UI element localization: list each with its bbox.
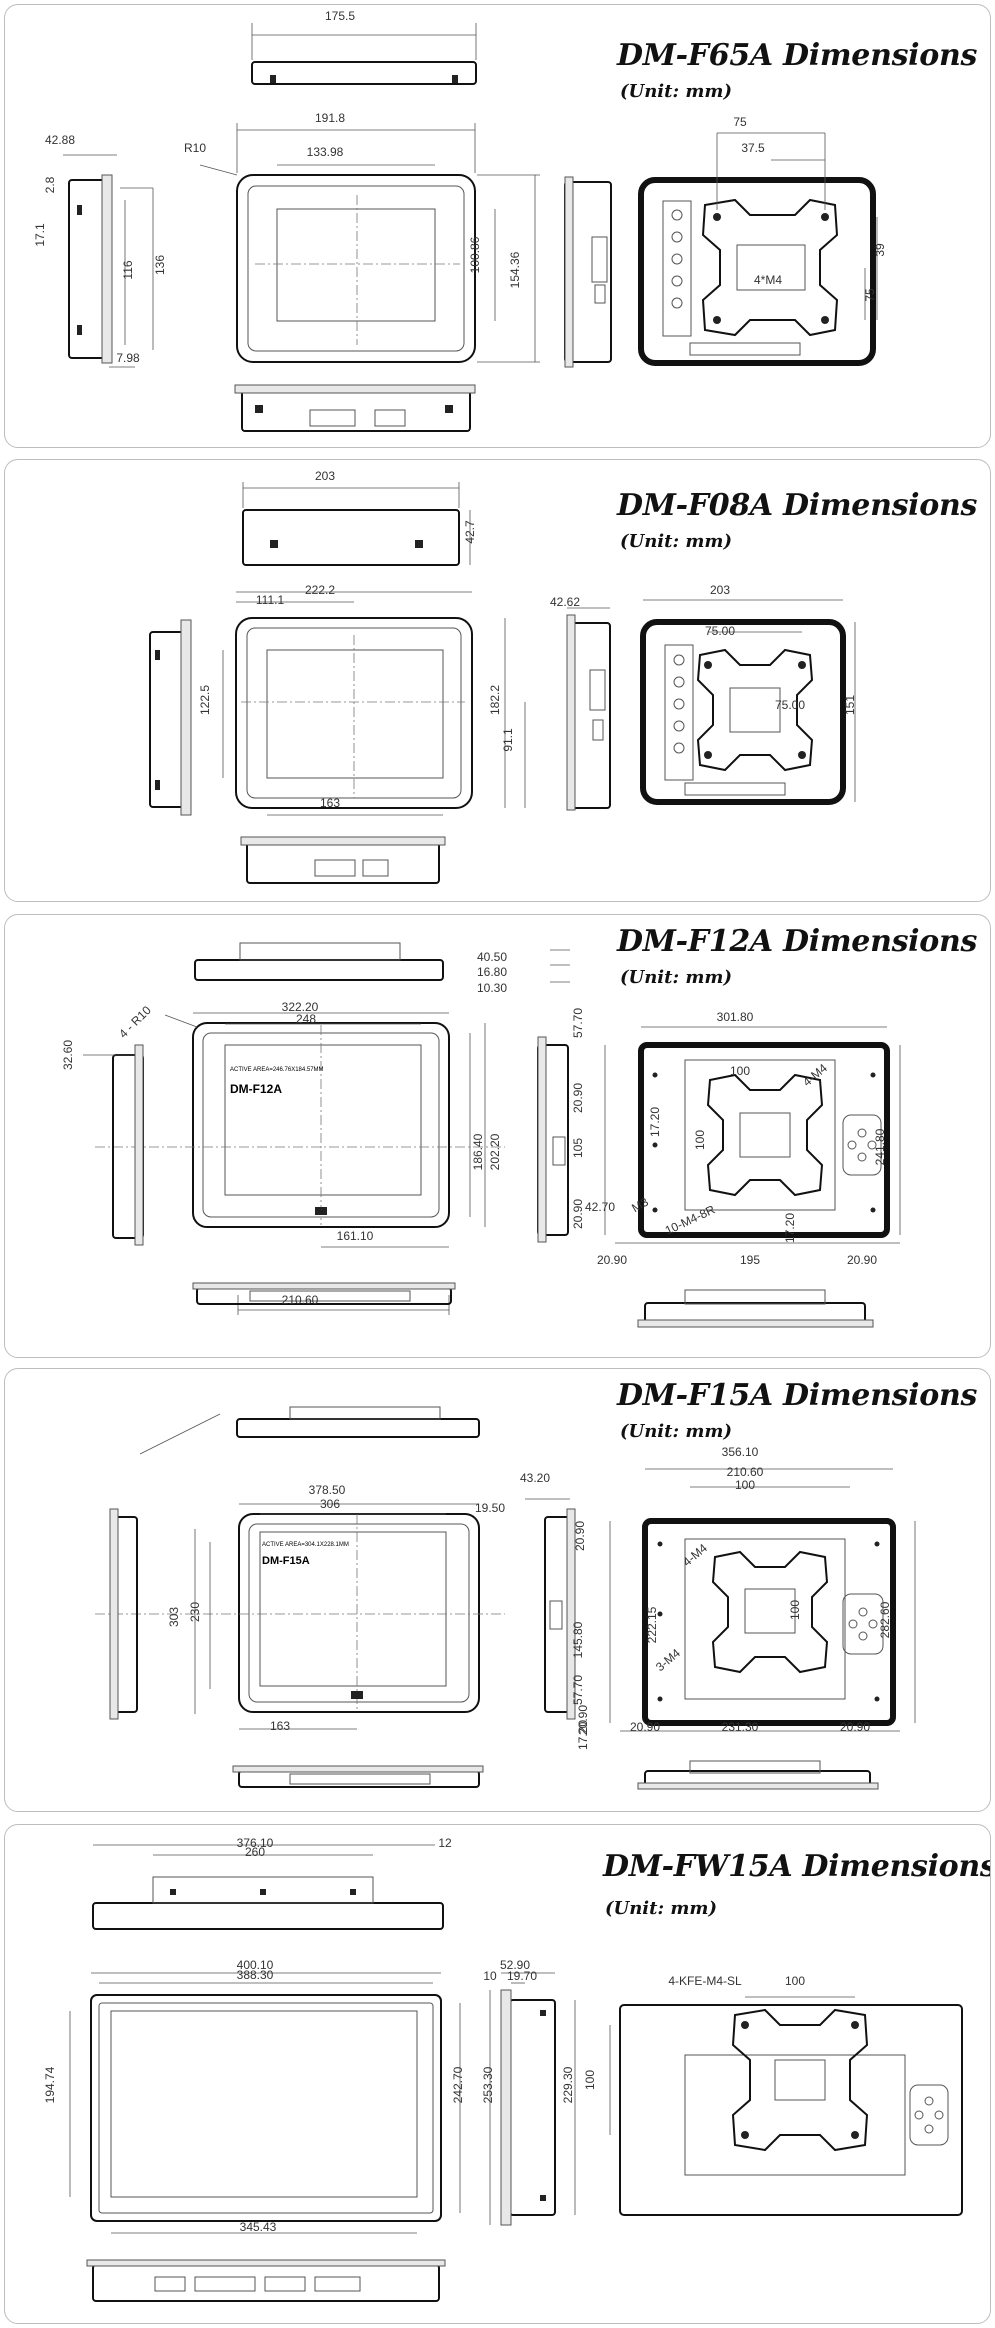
vesa-mount	[731, 2008, 869, 2152]
front-view-bezel	[236, 174, 476, 363]
unit-label: (Unit: mm)	[620, 81, 732, 102]
vesa-mount	[711, 1550, 829, 1674]
drawing-dm-f15a	[95, 1406, 916, 1790]
bottom-view	[241, 390, 471, 432]
side-view-right	[569, 622, 611, 809]
top-view	[251, 61, 477, 85]
screen-area	[276, 208, 436, 322]
panel-dm-f08a: DM-F08A Dimensions (Unit: mm)	[4, 459, 991, 902]
drawing-dm-f12a	[83, 942, 901, 1328]
screen-area	[266, 649, 444, 779]
unit-label: (Unit: mm)	[605, 1898, 717, 1919]
panel-dm-fw15a: DM-FW15A Dimensions (Unit: mm)	[4, 1824, 991, 2324]
active-area-text: ACTIVE AREA=246.76X184.57MM	[230, 1067, 324, 1073]
rear-view	[640, 619, 846, 805]
drawing-dm-f65a	[63, 23, 878, 432]
drawing-dm-fw15a	[69, 1844, 963, 2302]
panel-title: DM-F15A Dimensions	[617, 1378, 978, 1413]
front-view-bezel	[235, 617, 473, 809]
panel-title: DM-FW15A Dimensions	[603, 1849, 991, 1884]
side-view	[509, 1999, 556, 2216]
panel-title: DM-F12A Dimensions	[617, 924, 978, 959]
unit-label: (Unit: mm)	[620, 967, 732, 988]
bottom-view	[92, 2264, 440, 2302]
front-view-bezel	[192, 1022, 450, 1228]
panel-dm-f65a: DM-F65A Dimensions (Unit: mm)	[4, 4, 991, 448]
top-view	[92, 1902, 444, 1930]
top-view	[242, 509, 460, 566]
rear-view	[642, 1518, 896, 1726]
screen-area	[224, 1044, 422, 1196]
top-view	[194, 959, 444, 981]
front-view-bezel	[90, 1994, 442, 2222]
bottom-view	[246, 842, 440, 884]
rear-view	[638, 1042, 890, 1238]
panel-title: DM-F08A Dimensions	[617, 488, 978, 523]
vesa-mount	[701, 198, 839, 337]
panel-title: DM-F65A Dimensions	[617, 38, 978, 73]
drawing-dm-f08a	[149, 482, 856, 884]
rear-view	[638, 177, 876, 366]
panel-dm-f15a: DM-F15A Dimensions (Unit: mm) DM-F15A AC…	[4, 1368, 991, 1812]
panel-dm-f12a: DM-F12A Dimensions (Unit: mm) DM-F12A AC…	[4, 914, 991, 1358]
unit-label: (Unit: mm)	[620, 1421, 732, 1442]
active-area-text: ACTIVE AREA=304.1X228.1MM	[262, 1542, 349, 1548]
screen-area	[259, 1531, 447, 1687]
model-label: DM-F12A	[230, 1082, 283, 1096]
top-view	[236, 1418, 480, 1438]
vesa-mount	[696, 648, 814, 772]
unit-label: (Unit: mm)	[620, 531, 732, 552]
model-label: DM-F15A	[262, 1555, 310, 1567]
screen-area	[110, 2010, 418, 2198]
bottom-view	[238, 1770, 480, 1788]
bottom-view	[196, 1287, 452, 1305]
vesa-mount	[706, 1073, 824, 1197]
rear-view	[619, 2004, 963, 2216]
